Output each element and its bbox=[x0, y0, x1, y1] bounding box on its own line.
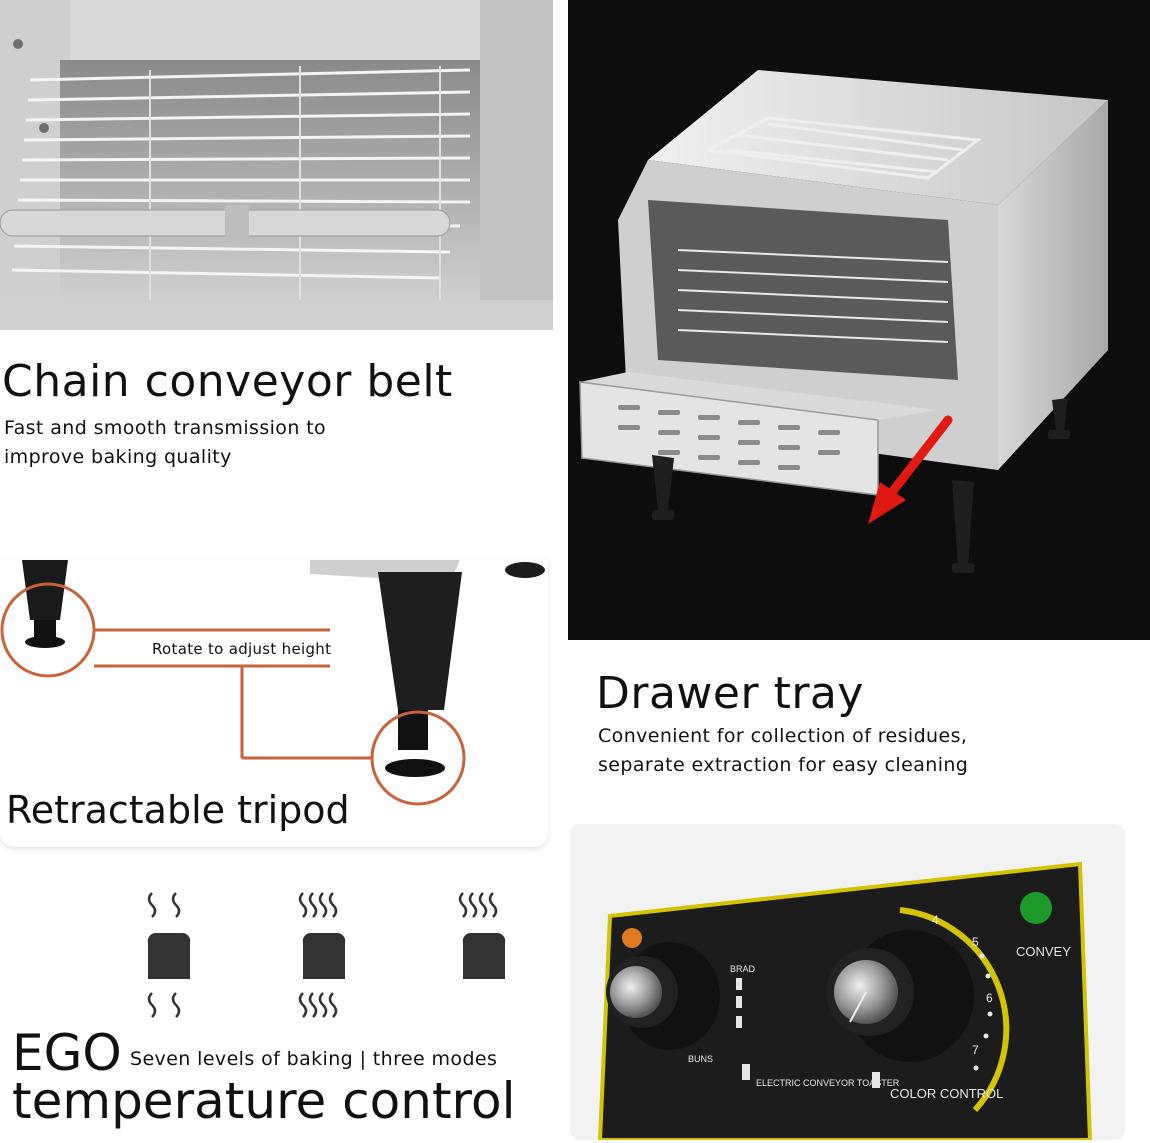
conveyor-belt-illustration bbox=[0, 0, 553, 330]
drawer-subtitle: Convenient for collection of residues, s… bbox=[598, 722, 1118, 780]
drawer-subtitle-line1: Convenient for collection of residues, bbox=[598, 725, 968, 747]
height-adjust-annotation: Rotate to adjust height bbox=[152, 640, 332, 658]
drawer-tray-photo bbox=[568, 0, 1150, 640]
control-panel-illustration: 4 5 6 7 BRAD BUNS ELECTRIC CONVEYOR TOAS… bbox=[570, 824, 1125, 1140]
drawer-vent-slots bbox=[618, 405, 840, 470]
conveyor-title: Chain conveyor belt bbox=[2, 356, 453, 407]
conveyor-belt-photo bbox=[0, 0, 553, 330]
product-label: ELECTRIC CONVEYOR TOASTER bbox=[756, 1078, 900, 1088]
tripod-illustration bbox=[0, 560, 545, 806]
buns-label: BUNS bbox=[688, 1054, 713, 1064]
brad-label: BRAD bbox=[730, 964, 756, 974]
toast-medium-heat-icon bbox=[298, 892, 346, 1018]
power-indicator-light bbox=[622, 928, 642, 948]
color-control-knob[interactable] bbox=[826, 930, 974, 1062]
drawer-subtitle-line2: separate extraction for easy cleaning bbox=[598, 754, 969, 776]
pull-out-arrow-icon bbox=[868, 415, 953, 524]
dial-number-7: 7 bbox=[972, 1043, 979, 1057]
dial-number-4: 4 bbox=[932, 913, 939, 927]
tripod-panel bbox=[0, 560, 548, 847]
inner-conveyor-rods bbox=[677, 249, 949, 343]
color-control-label: COLOR CONTROL bbox=[890, 1086, 1003, 1101]
top-rack bbox=[703, 116, 982, 180]
callout-lines bbox=[0, 582, 466, 806]
conveyor-subtitle-line1: Fast and smooth transmission to bbox=[4, 417, 327, 439]
conveyor-subtitle-line2: improve baking quality bbox=[4, 446, 232, 468]
brad-buns-knob[interactable] bbox=[606, 942, 720, 1050]
drawer-title: Drawer tray bbox=[596, 668, 864, 719]
heat-level-icons bbox=[147, 892, 506, 1018]
convey-label: CONVEY bbox=[1016, 944, 1071, 959]
ego-subtitle: Seven levels of baking | three modes bbox=[130, 1048, 498, 1070]
dial-number-6: 6 bbox=[986, 991, 993, 1005]
conveyor-subtitle: Fast and smooth transmission to improve … bbox=[4, 414, 424, 472]
leg-detail-large bbox=[378, 572, 462, 777]
brad-scale-marks bbox=[736, 978, 742, 1028]
dial-number-5: 5 bbox=[972, 935, 979, 949]
toaster-legs bbox=[652, 398, 1070, 573]
leg-detail-small bbox=[22, 560, 68, 648]
toaster-illustration bbox=[579, 70, 1108, 573]
convey-indicator-light bbox=[1020, 892, 1052, 924]
ego-title-line2: temperature control bbox=[12, 1072, 516, 1130]
toast-high-heat-icon bbox=[458, 892, 506, 979]
dial-dots bbox=[973, 953, 993, 1071]
tripod-title: Retractable tripod bbox=[6, 788, 350, 832]
control-panel-photo: 4 5 6 7 BRAD BUNS ELECTRIC CONVEYOR TOAS… bbox=[570, 824, 1125, 1140]
conveyor-chain bbox=[149, 66, 441, 300]
toast-light-heat-icon bbox=[147, 892, 191, 1018]
ego-title: EGO bbox=[12, 1024, 122, 1082]
